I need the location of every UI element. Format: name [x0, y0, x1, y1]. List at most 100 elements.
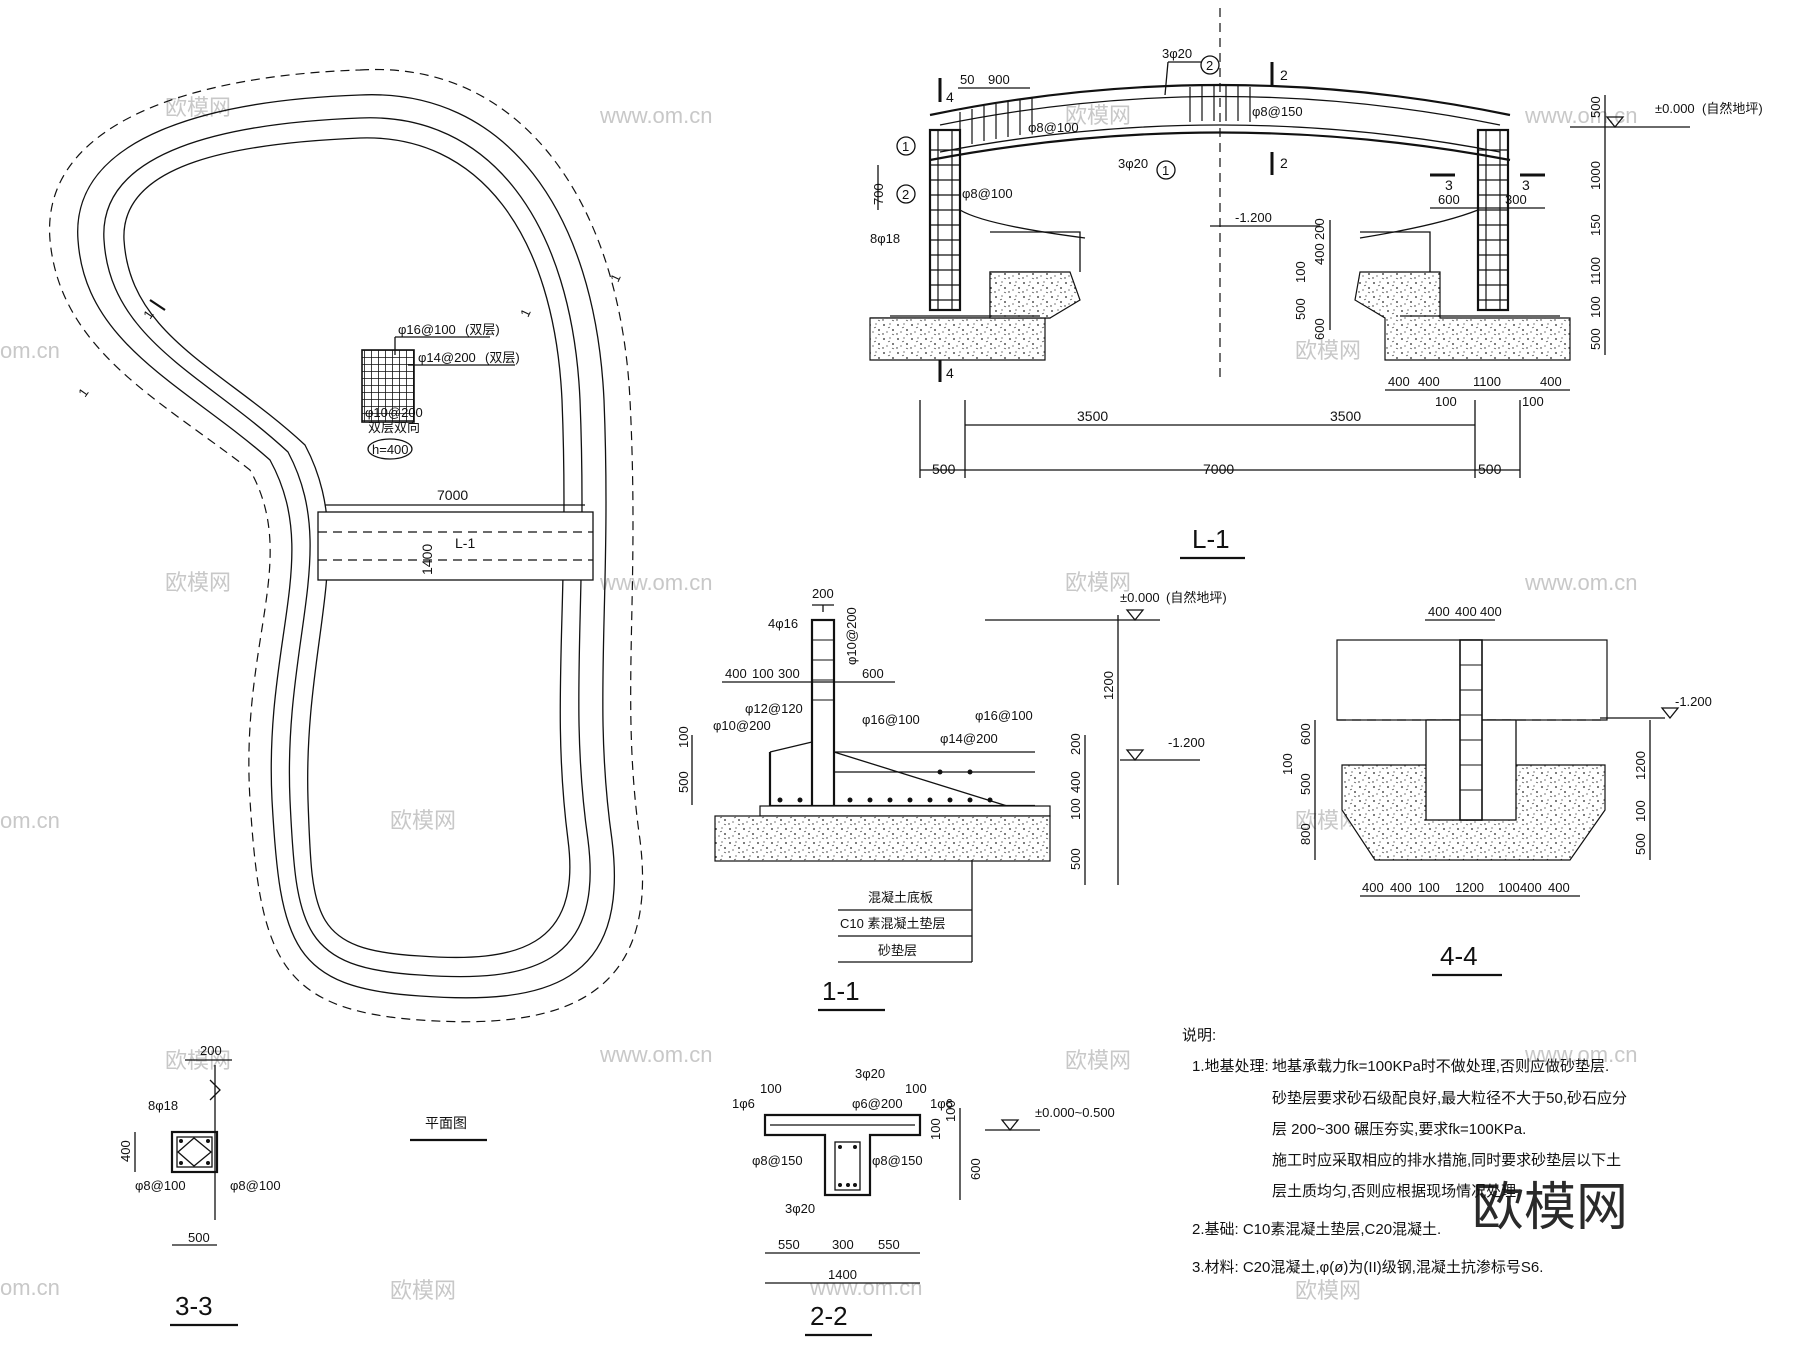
s44-vdim-left: 100: [1280, 753, 1295, 775]
s11-soil: [714, 815, 1051, 862]
plan-span-dim: 7000: [437, 487, 468, 503]
s44-top-dim: 400: [1428, 604, 1450, 619]
svg-text:600: 600: [1312, 318, 1327, 340]
mid-vdim: 500: [1068, 848, 1083, 870]
l1-cut-mark: 2: [1280, 155, 1288, 171]
s44-vdim-left: 600: [1298, 723, 1313, 745]
s33-title: 3-3: [175, 1291, 213, 1321]
watermark-logo: 欧模网: [390, 1278, 456, 1303]
s44-bottom-dim: 400: [1362, 880, 1384, 895]
mid-vdim: 100: [1068, 798, 1083, 820]
plan-beam-label: L-1: [455, 535, 475, 551]
plan-outline-wall: [103, 117, 591, 978]
l1-cut-mark: 3: [1522, 177, 1530, 193]
watermark-url: www.om.cn: [1524, 570, 1637, 595]
l1-right-column: [1476, 128, 1510, 312]
plan-bar3-note: 双层双向: [368, 420, 420, 435]
watermark-logo: 欧模网: [1295, 1278, 1361, 1303]
plan-rebar-mesh-icon: [361, 349, 415, 423]
section-4-4: 400 400 400 -1.200 600 100 500 800 1200 …: [1280, 604, 1712, 977]
s22-stirrup-l: φ8@150: [752, 1153, 803, 1168]
s33-stirrup-r: φ8@100: [230, 1178, 281, 1193]
s11-dim-top: 100: [752, 666, 774, 681]
watermark-logo: 欧模网: [390, 808, 456, 833]
s11-dim-600: 600: [862, 666, 884, 681]
l1-right-footing: [1354, 271, 1571, 361]
l1-bottom-right-dim-2: 100: [1522, 394, 1544, 409]
watermark-url: www.om.cn: [1524, 1042, 1637, 1067]
s44-bottom-dim: 400: [1520, 880, 1542, 895]
watermark-layer: 欧模网 www.om.cn 欧模网 www.om.cn om.cn 欧模网 欧模…: [0, 95, 1637, 1303]
s22-top-bar: 3φ20: [855, 1066, 885, 1081]
s11-bar-c: φ16@100: [862, 712, 920, 727]
plan-bar1: φ16@100: [398, 322, 456, 337]
l1-level-top-note: (自然地坪): [1702, 101, 1763, 116]
s11-vdim: 500: [676, 771, 691, 793]
notes-n1-label: 1.地基处理:: [1192, 1058, 1269, 1075]
l1-col-bar: 8φ18: [870, 231, 900, 246]
watermark-logo: 欧模网: [1295, 338, 1361, 363]
svg-text:1000: 1000: [1588, 161, 1603, 190]
svg-text:100: 100: [1588, 296, 1603, 318]
s22-stirrup-r: φ8@150: [872, 1153, 923, 1168]
s22-vdim: 100: [928, 1118, 943, 1140]
l1-bottom-right-dim-2: 100: [1435, 394, 1457, 409]
l1-level-mid: -1.200: [1235, 210, 1272, 225]
l1-cut-mark: 3: [1445, 177, 1453, 193]
s11-title: 1-1: [822, 976, 860, 1006]
l1-bot-bar-id: 1: [1162, 163, 1169, 178]
plan-bar2-note: (双层): [485, 350, 520, 365]
level-diagram: ±0.000 (自然地坪) -1.200 1200 200 400 100 50…: [985, 590, 1227, 885]
mid-vdim: 1200: [1101, 671, 1116, 700]
s44-bottom-dim: 100: [1418, 880, 1440, 895]
notes-n1-line: 层 200~300 碾压夯实,要求fk=100KPa.: [1272, 1121, 1526, 1138]
s33-dim-500: 500: [188, 1230, 210, 1245]
s44-top-dim: 400: [1455, 604, 1477, 619]
s11-bar-e: φ14@200: [940, 731, 998, 746]
l1-bottom-right-dim: 400: [1388, 374, 1410, 389]
watermark-url: om.cn: [0, 808, 60, 833]
notes-n1-line: 施工时应采取相应的排水措施,同时要求砂垫层以下土: [1272, 1151, 1621, 1169]
s22-vdim: 100: [943, 1100, 958, 1122]
l1-arch-top: [929, 83, 1511, 117]
s11-stirrup: φ10@200: [844, 607, 859, 665]
watermark-url: www.om.cn: [1524, 103, 1637, 128]
l1-id2: 2: [902, 187, 909, 202]
l1-top-dim-a: 50: [960, 72, 974, 87]
section-3-3: 200 8φ18 400 φ8@100 φ8@100 500 3-3: [118, 1043, 281, 1327]
plan-width-dim: 1400: [419, 544, 435, 575]
notes-n2: 2.基础: C10素混凝土垫层,C20混凝土.: [1192, 1221, 1441, 1238]
s11-dim-top: 300: [778, 666, 800, 681]
s22-level: ±0.000~0.500: [1035, 1105, 1115, 1120]
l1-span-half-b: 3500: [1330, 408, 1361, 424]
s11-legend-item: 砂垫层: [878, 943, 917, 958]
plan-cut-mark: 1: [607, 271, 624, 284]
s22-bar-b: φ6@200: [852, 1096, 903, 1111]
s44-column: [1459, 639, 1483, 821]
s33-dim-400: 400: [118, 1140, 133, 1162]
notes-n3: 3.材料: C20混凝土,φ(ø)为(II)级钢,混凝土抗渗标号S6.: [1192, 1259, 1543, 1276]
section-1-1: 200 4φ16 φ10@200 400 100 300 600 φ12@120…: [676, 586, 1051, 1012]
notes-heading: 说明:: [1182, 1027, 1216, 1044]
l1-bottom-right-dim: 400: [1418, 374, 1440, 389]
l1-col-stirrup: φ8@100: [962, 186, 1013, 201]
watermark-logo: 欧模网: [1065, 1048, 1131, 1073]
l1-end-left: 500: [932, 461, 956, 477]
s22-dim-100: 100: [905, 1081, 927, 1096]
l1-bottom-right-dim: 1100: [1473, 374, 1501, 389]
l1-top-dim-b: 900: [988, 72, 1010, 87]
plan-cut-mark: 1: [75, 385, 91, 400]
s22-bottom-dim: 550: [878, 1237, 900, 1252]
section-2-2: 3φ20 100 100 1φ6 φ6@200 1φ6 φ8@150 φ8@15…: [732, 1066, 1115, 1337]
watermark-logo: 欧模网: [1065, 570, 1131, 595]
l1-top-bar: 3φ20: [1162, 46, 1192, 61]
s44-bottom-dim: 100: [1498, 880, 1520, 895]
mid-vdim: 200: [1068, 733, 1083, 755]
s22-title: 2-2: [810, 1301, 848, 1331]
s11-dim-top: 400: [725, 666, 747, 681]
l1-top-bar-id: 2: [1206, 58, 1213, 73]
svg-text:500: 500: [1588, 328, 1603, 350]
s33-stirrup-l: φ8@100: [135, 1178, 186, 1193]
l1-dim-600: 600: [1438, 192, 1460, 207]
s44-vdim-right: 500: [1633, 833, 1648, 855]
